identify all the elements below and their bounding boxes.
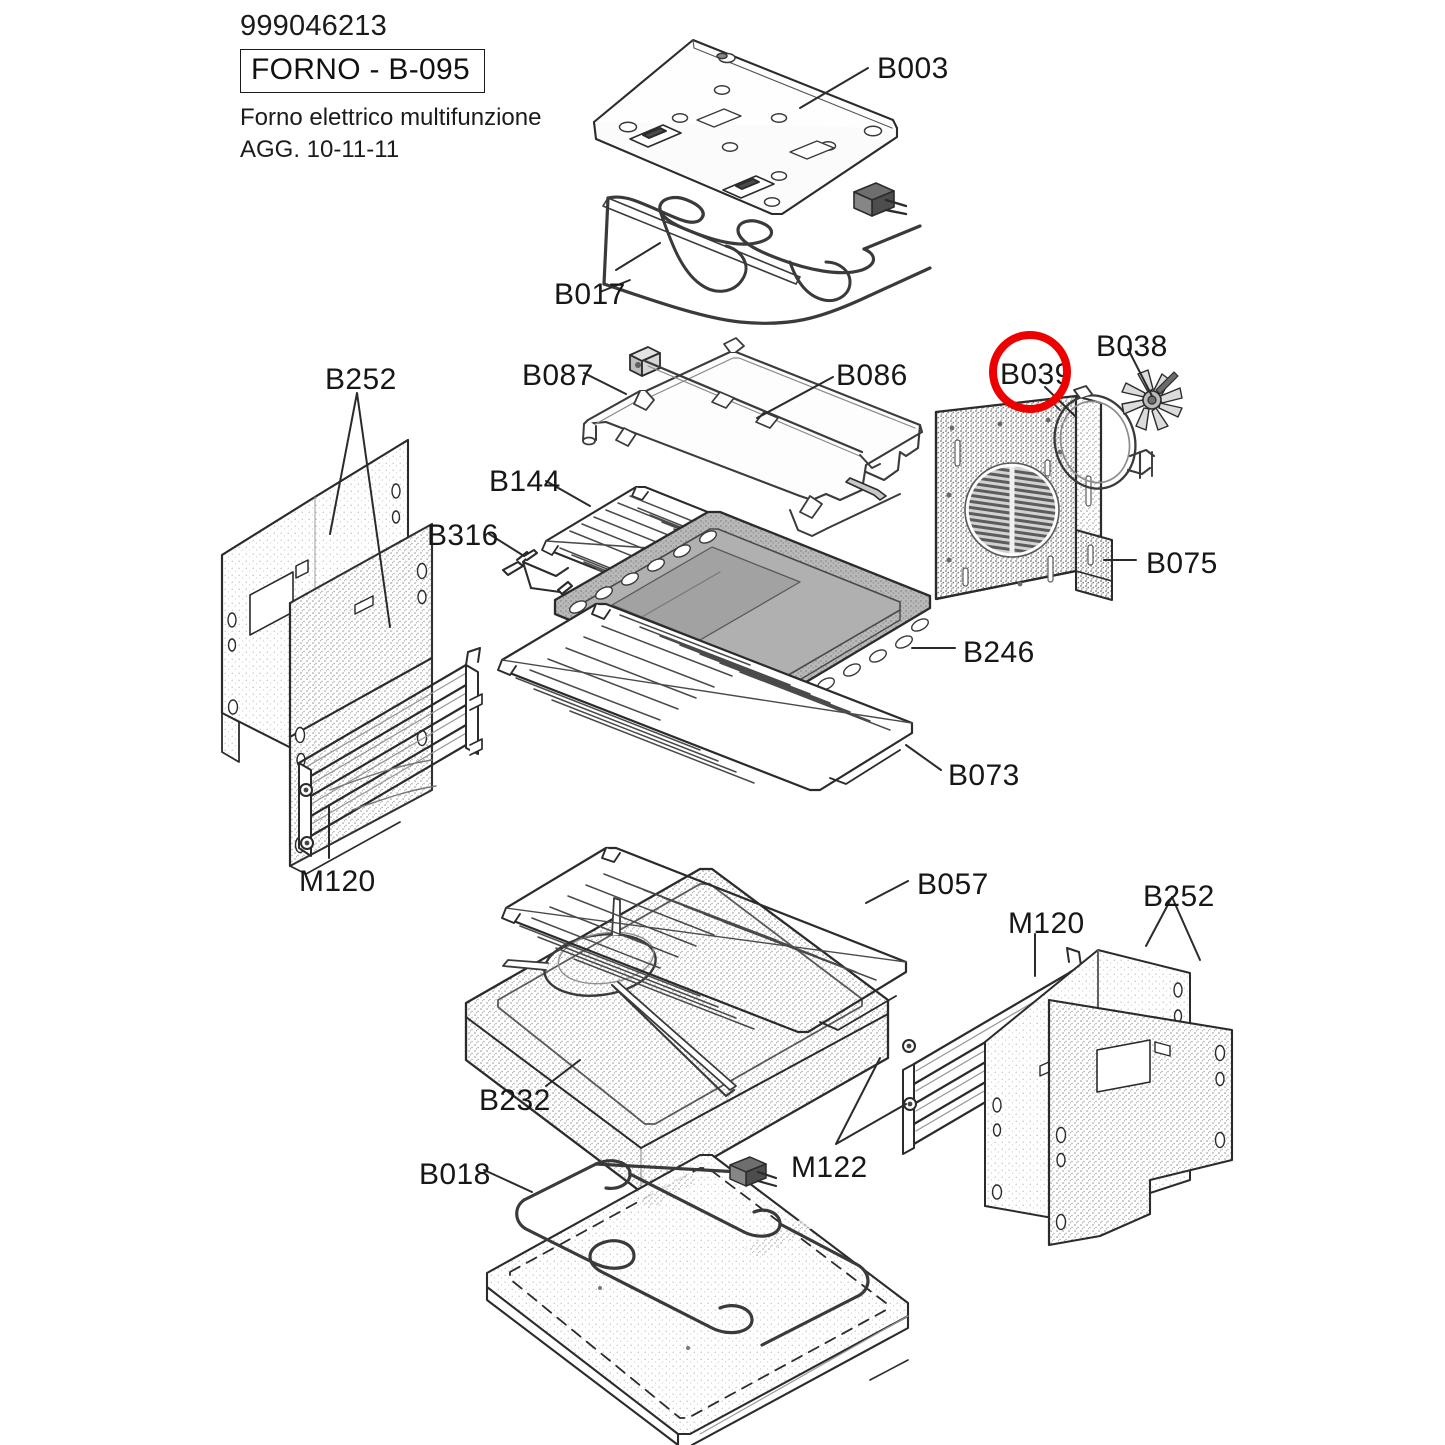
part-label-b144: B144 bbox=[489, 465, 561, 498]
drawing-number: 999046213 bbox=[240, 10, 387, 42]
revision-date: AGG. 10-11-11 bbox=[240, 135, 400, 163]
leader-lines bbox=[328, 67, 1201, 1193]
part-label-b232: B232 bbox=[479, 1084, 551, 1117]
part-label-b057: B057 bbox=[917, 868, 989, 901]
part-label-b252-bottom-right: B252 bbox=[1143, 880, 1215, 913]
part-b057-oven-floor-rack bbox=[501, 846, 908, 1034]
part-label-m122: M122 bbox=[791, 1151, 868, 1184]
part-b003-top-cover-plate bbox=[592, 38, 899, 216]
model-code-box: FORNO - B-095 bbox=[240, 49, 485, 94]
part-label-m120-right: M120 bbox=[1008, 907, 1085, 940]
part-b087-b086-grill-frame bbox=[582, 337, 924, 537]
part-m120-shelf-rails-left bbox=[297, 647, 483, 857]
part-label-b075: B075 bbox=[1146, 547, 1218, 580]
part-b252-side-panels-left bbox=[220, 438, 434, 875]
part-b038-fan-impeller bbox=[1121, 369, 1183, 431]
part-b252-side-panels-right bbox=[984, 949, 1234, 1247]
part-b232-oven-base bbox=[464, 846, 908, 1241]
part-label-b018: B018 bbox=[419, 1158, 491, 1191]
part-label-b038: B038 bbox=[1096, 330, 1168, 363]
part-b017-heating-element bbox=[599, 182, 932, 325]
part-b039-fan-ring-element bbox=[1053, 385, 1156, 490]
part-label-b252-top-left: B252 bbox=[325, 363, 397, 396]
part-label-b073: B073 bbox=[948, 759, 1020, 792]
part-b018-lower-heating-element bbox=[485, 1153, 910, 1445]
part-label-b087: B087 bbox=[522, 359, 594, 392]
part-b075-fan-cover-panel bbox=[934, 394, 1113, 601]
part-label-b316: B316 bbox=[427, 519, 499, 552]
highlight-circle-b039 bbox=[989, 331, 1071, 413]
part-label-m120-left: M120 bbox=[299, 865, 376, 898]
part-label-b246: B246 bbox=[963, 636, 1035, 669]
part-label-b086: B086 bbox=[836, 359, 908, 392]
part-label-b003: B003 bbox=[877, 52, 949, 85]
part-b316-wire-clip bbox=[501, 548, 574, 596]
title-block: 999046213 FORNO - B-095 Forno elettrico … bbox=[240, 10, 660, 165]
part-label-b017: B017 bbox=[554, 278, 626, 311]
part-b073-wire-rack-lower bbox=[497, 602, 914, 792]
model-description: Forno elettrico multifunzione bbox=[240, 104, 542, 132]
